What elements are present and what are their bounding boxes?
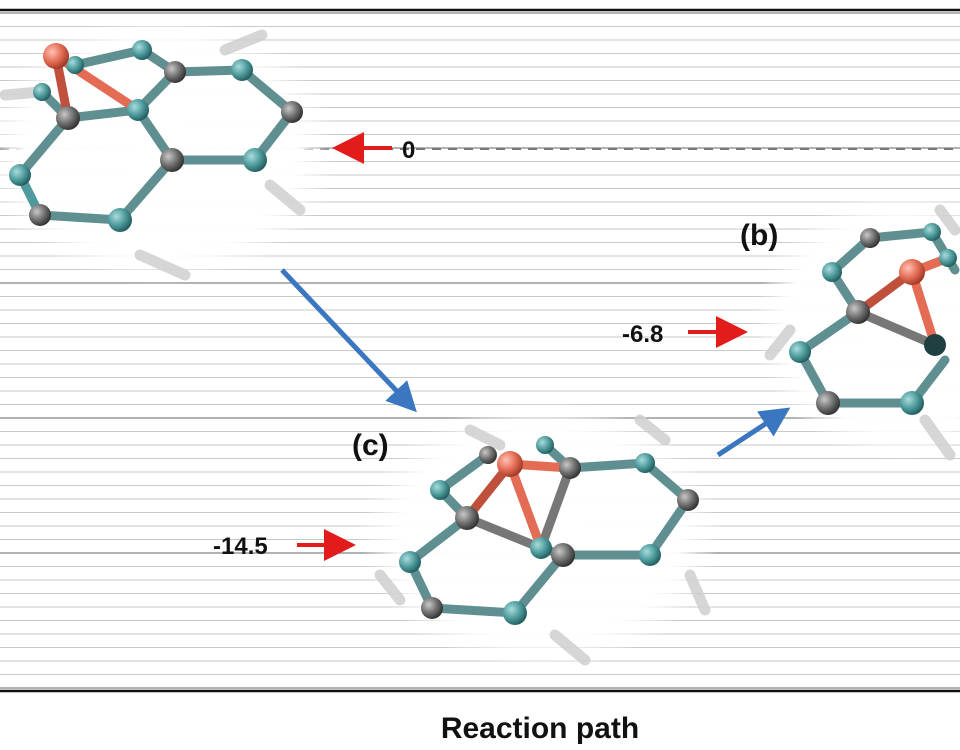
- structure-b-atoms: [789, 223, 957, 415]
- structure-b: [755, 190, 960, 461]
- energy-value-a: 0: [402, 137, 415, 164]
- structure-c-atoms: [399, 436, 699, 625]
- x-axis-label: Reaction path: [441, 712, 639, 745]
- energy-marker-b: -6.8: [622, 316, 748, 348]
- structure-a-atoms: [9, 40, 303, 232]
- structure-c: [362, 400, 718, 670]
- state-label-b: (b): [740, 219, 778, 252]
- structure-c-substrate-shadows: [374, 414, 711, 666]
- path-arrow-c-to-b: [716, 407, 791, 458]
- energy-value-c: -14.5: [213, 533, 268, 560]
- structure-b-substrate-shadows: [764, 204, 960, 461]
- structure-a: [0, 15, 335, 285]
- energy-marker-c: -14.5: [213, 529, 356, 561]
- path-arrow-a-to-c: [280, 268, 417, 413]
- energy-value-b: -6.8: [622, 321, 663, 348]
- state-label-c: (c): [352, 429, 389, 462]
- energy-marker-a: 0: [332, 132, 415, 164]
